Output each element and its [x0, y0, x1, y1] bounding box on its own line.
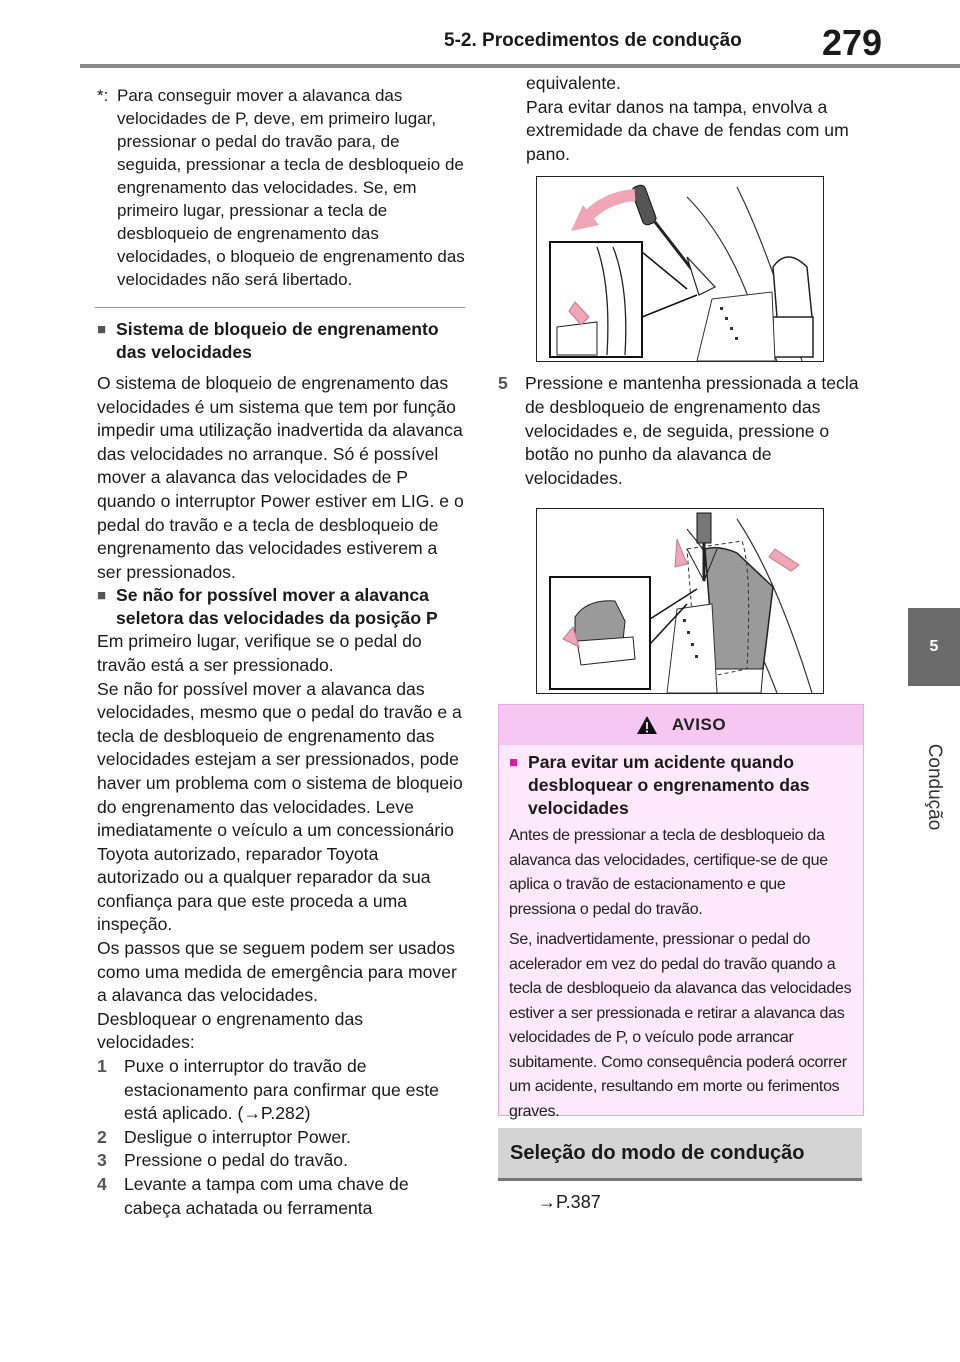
illustration-lift-cover [536, 176, 824, 363]
left-column: *: Para conseguir mover a alavanca das v… [95, 84, 465, 1220]
chapter-label-text: Condução [924, 743, 945, 831]
section-heading-text: Seleção do modo de condução [510, 1141, 805, 1164]
footnote: *: Para conseguir mover a alavanca das v… [97, 84, 465, 291]
step-text: Levante a tampa com uma chave de cabeça … [124, 1174, 409, 1218]
warning-subheading: ■ Para evitar um acidente quando desbloq… [509, 751, 853, 820]
warning-body: ■ Para evitar um acidente quando desbloq… [499, 745, 863, 1124]
subheading-text: Sistema de bloqueio de engrenamento das … [116, 319, 439, 362]
subheading-cannot-move: ■ Se não for possível mover a alavanca s… [97, 584, 465, 630]
step-item: 3 Pressione o pedal do travão. [97, 1149, 465, 1173]
paragraph: Em primeiro lugar, verifique se o pedal … [97, 631, 422, 675]
warning-paragraph: Se, inadvertidamente, pressionar o pedal… [509, 931, 852, 1120]
step-continuation: equivalente. [526, 73, 621, 93]
page-reference-link[interactable]: →P.387 [538, 1192, 601, 1212]
header-section-title: 5-2. Procedimentos de condução [444, 30, 742, 51]
chapter-tab[interactable]: 5 [908, 608, 960, 686]
section-divider [95, 307, 465, 308]
step-note: Para evitar danos na tampa, envolva a ex… [526, 96, 849, 164]
step-text: Desligue o interruptor Power. [124, 1126, 351, 1147]
step-text: Pressione o pedal do travão. [124, 1150, 348, 1171]
step-number: 3 [97, 1150, 107, 1171]
paragraph: O sistema de bloqueio de engrenamento da… [97, 373, 464, 582]
subheading-shift-lock: ■ Sistema de bloqueio de engrenamento da… [97, 318, 465, 364]
step-number: 4 [97, 1174, 107, 1194]
right-column: equivalente. Para evitar danos na tampa,… [498, 72, 864, 695]
square-bullet-icon: ■ [97, 321, 107, 338]
footnote-mark: *: [97, 86, 109, 105]
step-item: 2 Desligue o interruptor Power. [97, 1126, 465, 1150]
square-bullet-icon: ■ [97, 587, 107, 605]
square-bullet-icon: ■ [509, 754, 519, 771]
step-item: 5 Pressione e mantenha pressionada a tec… [498, 372, 864, 490]
paragraph: Se não for possível mover a alavanca das… [97, 678, 463, 935]
section-heading-drive-mode: Seleção do modo de condução [498, 1128, 862, 1181]
warning-subheading-text: Para evitar um acidente quando desbloque… [528, 752, 810, 818]
warning-paragraph: Antes de pressionar a tecla de desbloque… [509, 827, 828, 918]
step-number: 1 [97, 1056, 107, 1077]
step-text: Pressione e mantenha pressionada a tecla… [525, 373, 859, 488]
illustration-release-button [536, 508, 824, 695]
lift-cover-drawing [549, 185, 814, 362]
warning-box: AVISO ■ Para evitar um acidente quando d… [498, 704, 864, 1120]
warning-title: AVISO [671, 715, 727, 734]
step-number: 5 [498, 373, 508, 394]
footnote-text: Para conseguir mover a alavanca das velo… [117, 86, 465, 289]
release-button-drawing [549, 512, 813, 694]
header-rule [80, 64, 960, 68]
page-number: 279 [822, 22, 883, 63]
step-item: 4 Levante a tampa com uma chave de cabeça… [97, 1173, 465, 1220]
subheading-text: Se não for possível mover a alavanca sel… [116, 585, 438, 629]
step-item: 1 Puxe o interruptor do travão de estacio… [97, 1055, 465, 1126]
paragraph: Os passos que se seguem podem ser usados… [97, 938, 457, 1006]
warning-triangle-icon [636, 716, 657, 734]
step-number: 2 [97, 1126, 107, 1147]
paragraph: Desbloquear o engrenamento das velocidad… [97, 1008, 364, 1053]
step-text: Puxe o interruptor do travão de estacion… [124, 1056, 439, 1124]
warning-header: AVISO [499, 705, 863, 745]
